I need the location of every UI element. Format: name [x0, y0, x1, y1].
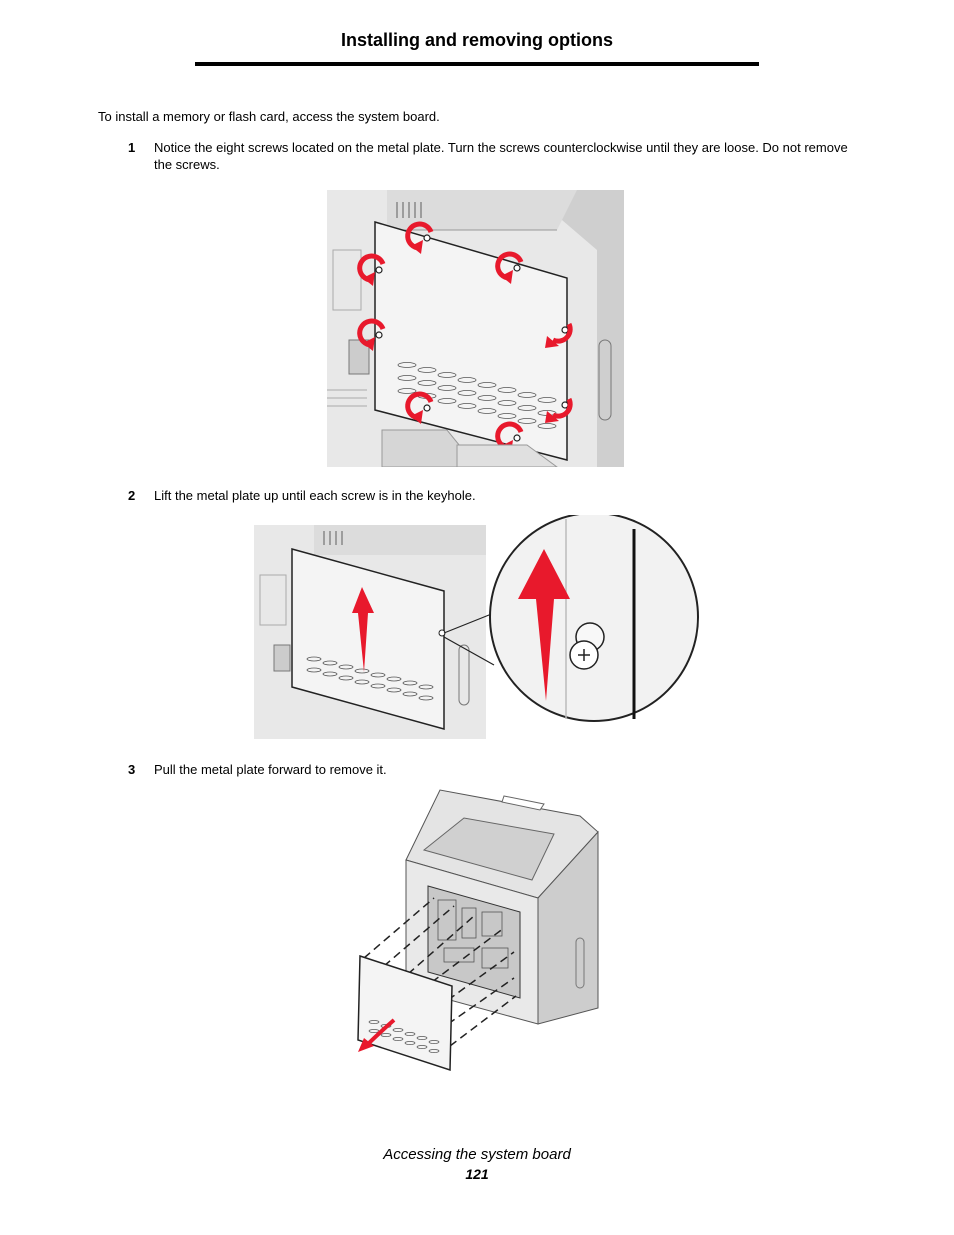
- step-number: 3: [128, 762, 136, 777]
- step-text: Notice the eight screws located on the m…: [154, 140, 848, 172]
- step-text: Lift the metal plate up until each screw…: [154, 488, 476, 503]
- intro-paragraph: To install a memory or flash card, acces…: [98, 109, 440, 124]
- header-rule: [195, 62, 759, 66]
- step-number: 2: [128, 488, 136, 503]
- step-text: Pull the metal plate forward to remove i…: [154, 762, 387, 777]
- page-number: 121: [465, 1166, 489, 1182]
- header-title: Installing and removing options: [340, 30, 613, 50]
- step-number: 1: [128, 140, 136, 155]
- figure-loosen-screws: [327, 190, 624, 467]
- figure-remove-plate: [357, 789, 599, 1072]
- figure-lift-plate: [254, 515, 699, 739]
- footer-section-title: Accessing the system board: [383, 1146, 571, 1163]
